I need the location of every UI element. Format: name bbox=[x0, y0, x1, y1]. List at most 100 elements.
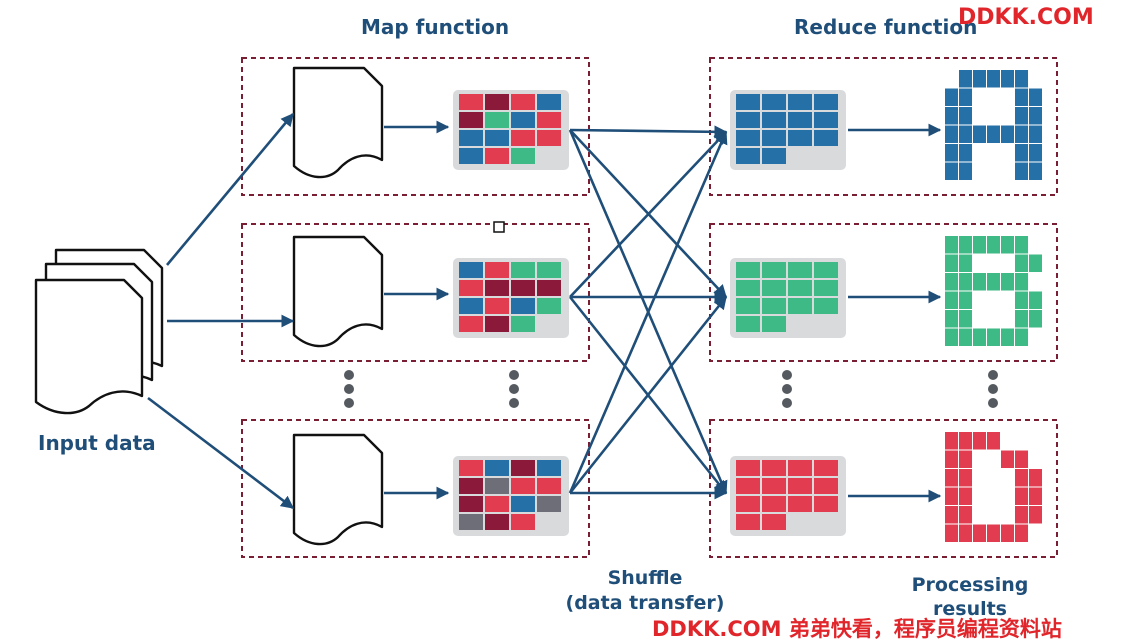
map-output-grid-1-cell bbox=[511, 94, 535, 110]
map-output-grid-2-cell bbox=[485, 298, 509, 314]
reduce-input-grid-2-cell bbox=[762, 298, 786, 314]
map-frame-2 bbox=[241, 223, 590, 362]
map-document-1 bbox=[292, 66, 384, 179]
result-letter-B-pixel bbox=[1029, 310, 1042, 328]
map-output-grid-1-cell bbox=[511, 130, 535, 146]
result-letter-D-pixel bbox=[1001, 524, 1014, 542]
map-output-grid-3-cell bbox=[511, 460, 535, 476]
small-square-marker bbox=[493, 221, 505, 233]
result-letter-B-pixel bbox=[987, 273, 1000, 291]
reduce-input-grid-1-cell bbox=[762, 94, 786, 110]
map-output-grid-2-cell bbox=[511, 280, 535, 296]
reduce-ellipsis-dot-6 bbox=[988, 398, 998, 408]
reduce-input-grid-3-cell bbox=[736, 478, 760, 494]
reduce-input-grid-2-cell bbox=[762, 316, 786, 332]
reduce-input-grid-2-cell bbox=[788, 280, 812, 296]
reduce-input-grid-3-cell bbox=[736, 514, 760, 530]
reduce-input-grid-1-cell bbox=[762, 148, 786, 164]
map-output-grid-3-cell bbox=[537, 496, 561, 512]
map-output-grid-3-cell bbox=[459, 514, 483, 530]
result-letter-D-pixel bbox=[945, 506, 958, 524]
result-letter-D-pixel bbox=[1015, 450, 1028, 468]
result-letter-B-pixel bbox=[1015, 273, 1028, 291]
reduce-input-grid-3-cell bbox=[762, 460, 786, 476]
result-letter-A-pixel bbox=[959, 107, 972, 125]
result-letter-A-pixel bbox=[959, 70, 972, 88]
reduce-input-grid-1-cell bbox=[736, 112, 760, 128]
map-output-grid-2-cell bbox=[511, 262, 535, 278]
map-output-grid-1-cell bbox=[459, 112, 483, 128]
result-letter-A-pixel bbox=[945, 125, 958, 143]
map-output-grid-1-cell bbox=[511, 148, 535, 164]
result-letter-D-pixel bbox=[973, 432, 986, 450]
input-data-label: Input data bbox=[38, 431, 156, 455]
map-ellipsis-dot-6 bbox=[509, 398, 519, 408]
result-letter-A-pixel bbox=[945, 162, 958, 180]
result-letter-A-pixel bbox=[945, 144, 958, 162]
result-letter-D-pixel bbox=[959, 432, 972, 450]
input-document-front bbox=[34, 278, 144, 415]
reduce-input-grid-2-cell bbox=[814, 280, 838, 296]
result-letter-A-pixel bbox=[1015, 125, 1028, 143]
map-ellipsis-dot-2 bbox=[344, 384, 354, 394]
result-letter-D-pixel bbox=[959, 487, 972, 505]
map-output-grid-1-cell bbox=[537, 130, 561, 146]
result-letter-A-pixel bbox=[1015, 107, 1028, 125]
reduce-input-grid-2-cell bbox=[736, 298, 760, 314]
reduce-input-grid-1-cell bbox=[788, 112, 812, 128]
reduce-input-grid-3-cell bbox=[762, 514, 786, 530]
result-letter-B-pixel bbox=[1015, 291, 1028, 309]
result-letter-A-pixel bbox=[1029, 125, 1042, 143]
shuffle-arrow-1-1 bbox=[569, 125, 728, 139]
result-letter-B-pixel bbox=[1001, 328, 1014, 346]
result-letter-A-pixel bbox=[987, 125, 1000, 143]
reduce-input-grid-3-cell bbox=[736, 496, 760, 512]
map-output-grid-2-cell bbox=[511, 298, 535, 314]
result-letter-D-pixel bbox=[959, 469, 972, 487]
result-letter-B-pixel bbox=[987, 236, 1000, 254]
map-output-grid-1-cell bbox=[511, 112, 535, 128]
map-output-grid-3-cell bbox=[511, 478, 535, 494]
map-output-grid-2-cell bbox=[459, 262, 483, 278]
reduce-ellipsis-dot-5 bbox=[988, 384, 998, 394]
result-letter-A-pixel bbox=[945, 107, 958, 125]
watermark-top: DDKK.COM bbox=[958, 5, 1094, 30]
map-output-grid-1-cell bbox=[459, 94, 483, 110]
reduce-input-grid-1-cell bbox=[762, 112, 786, 128]
reduce-input-grid-2-cell bbox=[814, 298, 838, 314]
result-letter-B-pixel bbox=[1029, 254, 1042, 272]
result-letter-D-pixel bbox=[945, 487, 958, 505]
map-output-grid-2-cell bbox=[537, 298, 561, 314]
result-letter-D-pixel bbox=[1015, 487, 1028, 505]
result-letter-A-pixel bbox=[1001, 125, 1014, 143]
map-output-grid-2-cell bbox=[537, 262, 561, 278]
reduce-input-grid-2-cell bbox=[788, 298, 812, 314]
map-output-grid-1-cell bbox=[537, 112, 561, 128]
map-output-grid-1-cell bbox=[485, 94, 509, 110]
reduce-input-grid-1-cell bbox=[814, 130, 838, 146]
result-letter-B-pixel bbox=[1029, 291, 1042, 309]
reduce-ellipsis-dot-4 bbox=[988, 370, 998, 380]
shuffle-arrow-3-1 bbox=[568, 130, 728, 494]
result-letter-B-pixel bbox=[945, 291, 958, 309]
reduce-input-grid-3-cell bbox=[814, 478, 838, 494]
reduce-input-grid-3-cell bbox=[762, 478, 786, 494]
result-letter-A-pixel bbox=[959, 162, 972, 180]
shuffle-arrow-3-2 bbox=[568, 295, 728, 494]
map-output-grid-2-cell bbox=[537, 280, 561, 296]
result-letter-D-pixel bbox=[1015, 524, 1028, 542]
result-letter-B-pixel bbox=[973, 236, 986, 254]
result-letter-A-pixel bbox=[1001, 70, 1014, 88]
map-function-label: Map function bbox=[361, 15, 510, 39]
result-letter-A-pixel bbox=[959, 144, 972, 162]
reduce-input-grid-3-cell bbox=[762, 496, 786, 512]
result-letter-D-pixel bbox=[945, 469, 958, 487]
reduce-input-grid-2-cell bbox=[788, 262, 812, 278]
reduce-function-label: Reduce function bbox=[794, 15, 978, 39]
reduce-input-grid-1-cell bbox=[814, 94, 838, 110]
result-letter-B-pixel bbox=[1015, 328, 1028, 346]
processing-results-line1: Processing bbox=[911, 574, 1029, 596]
map-output-grid-1-cell bbox=[485, 148, 509, 164]
map-output-grid-3-cell bbox=[537, 478, 561, 494]
